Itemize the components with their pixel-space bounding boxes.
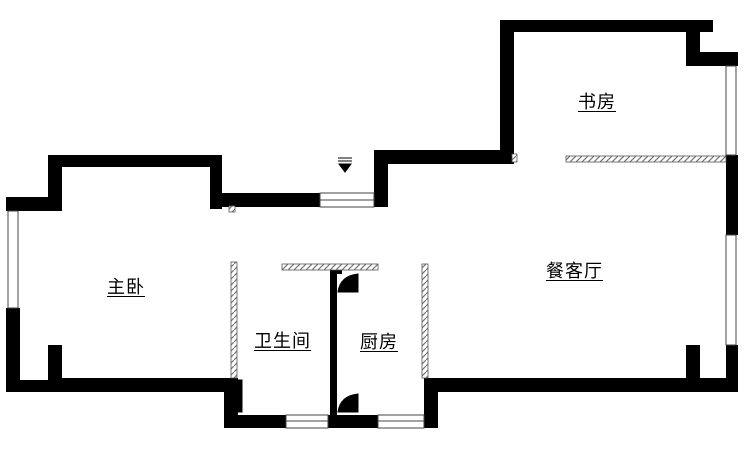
label-bathroom: 卫生间 — [254, 331, 311, 352]
partition-kitchen-right — [421, 263, 429, 379]
window-bedroom — [7, 210, 19, 309]
partition-bath-top — [281, 263, 379, 271]
walls — [6, 20, 738, 428]
partition-bath-left — [230, 261, 238, 379]
wall-bath-kitchen-divider — [330, 266, 337, 416]
label-kitchen: 厨房 — [360, 332, 398, 353]
wall-bedroom-step — [6, 197, 62, 211]
wall-bottom-bedroom — [48, 378, 238, 392]
door-kitchen-top — [337, 273, 359, 293]
doors — [237, 273, 359, 413]
entry-arrow-icon — [338, 157, 352, 173]
windows — [7, 65, 737, 429]
window-living — [725, 234, 737, 346]
wall-bottom-bath-left — [224, 415, 286, 428]
wall-left-study — [500, 20, 514, 158]
partition-study — [565, 155, 727, 163]
wall-step-top — [374, 150, 514, 164]
wall-notch-horizontal — [686, 52, 738, 66]
label-master-bedroom: 主卧 — [107, 277, 145, 298]
partition-corner — [228, 205, 236, 213]
door-bath — [237, 379, 243, 413]
wall-right-mid — [726, 155, 738, 235]
partitions — [228, 153, 727, 379]
wall-top-corridor — [210, 193, 320, 207]
wall-step-left — [374, 150, 388, 207]
label-living-dining: 餐客厅 — [546, 261, 603, 282]
wall-top-study — [500, 20, 713, 32]
partition-stub — [511, 153, 518, 163]
door-kitchen-bottom — [337, 393, 359, 413]
wall-bottom-living — [424, 378, 700, 392]
label-study: 书房 — [578, 92, 616, 113]
wall-top-bedroom — [48, 155, 222, 167]
wall-bottom-mid — [328, 415, 378, 428]
wall-left-lower — [6, 308, 20, 392]
window-study — [725, 65, 737, 156]
